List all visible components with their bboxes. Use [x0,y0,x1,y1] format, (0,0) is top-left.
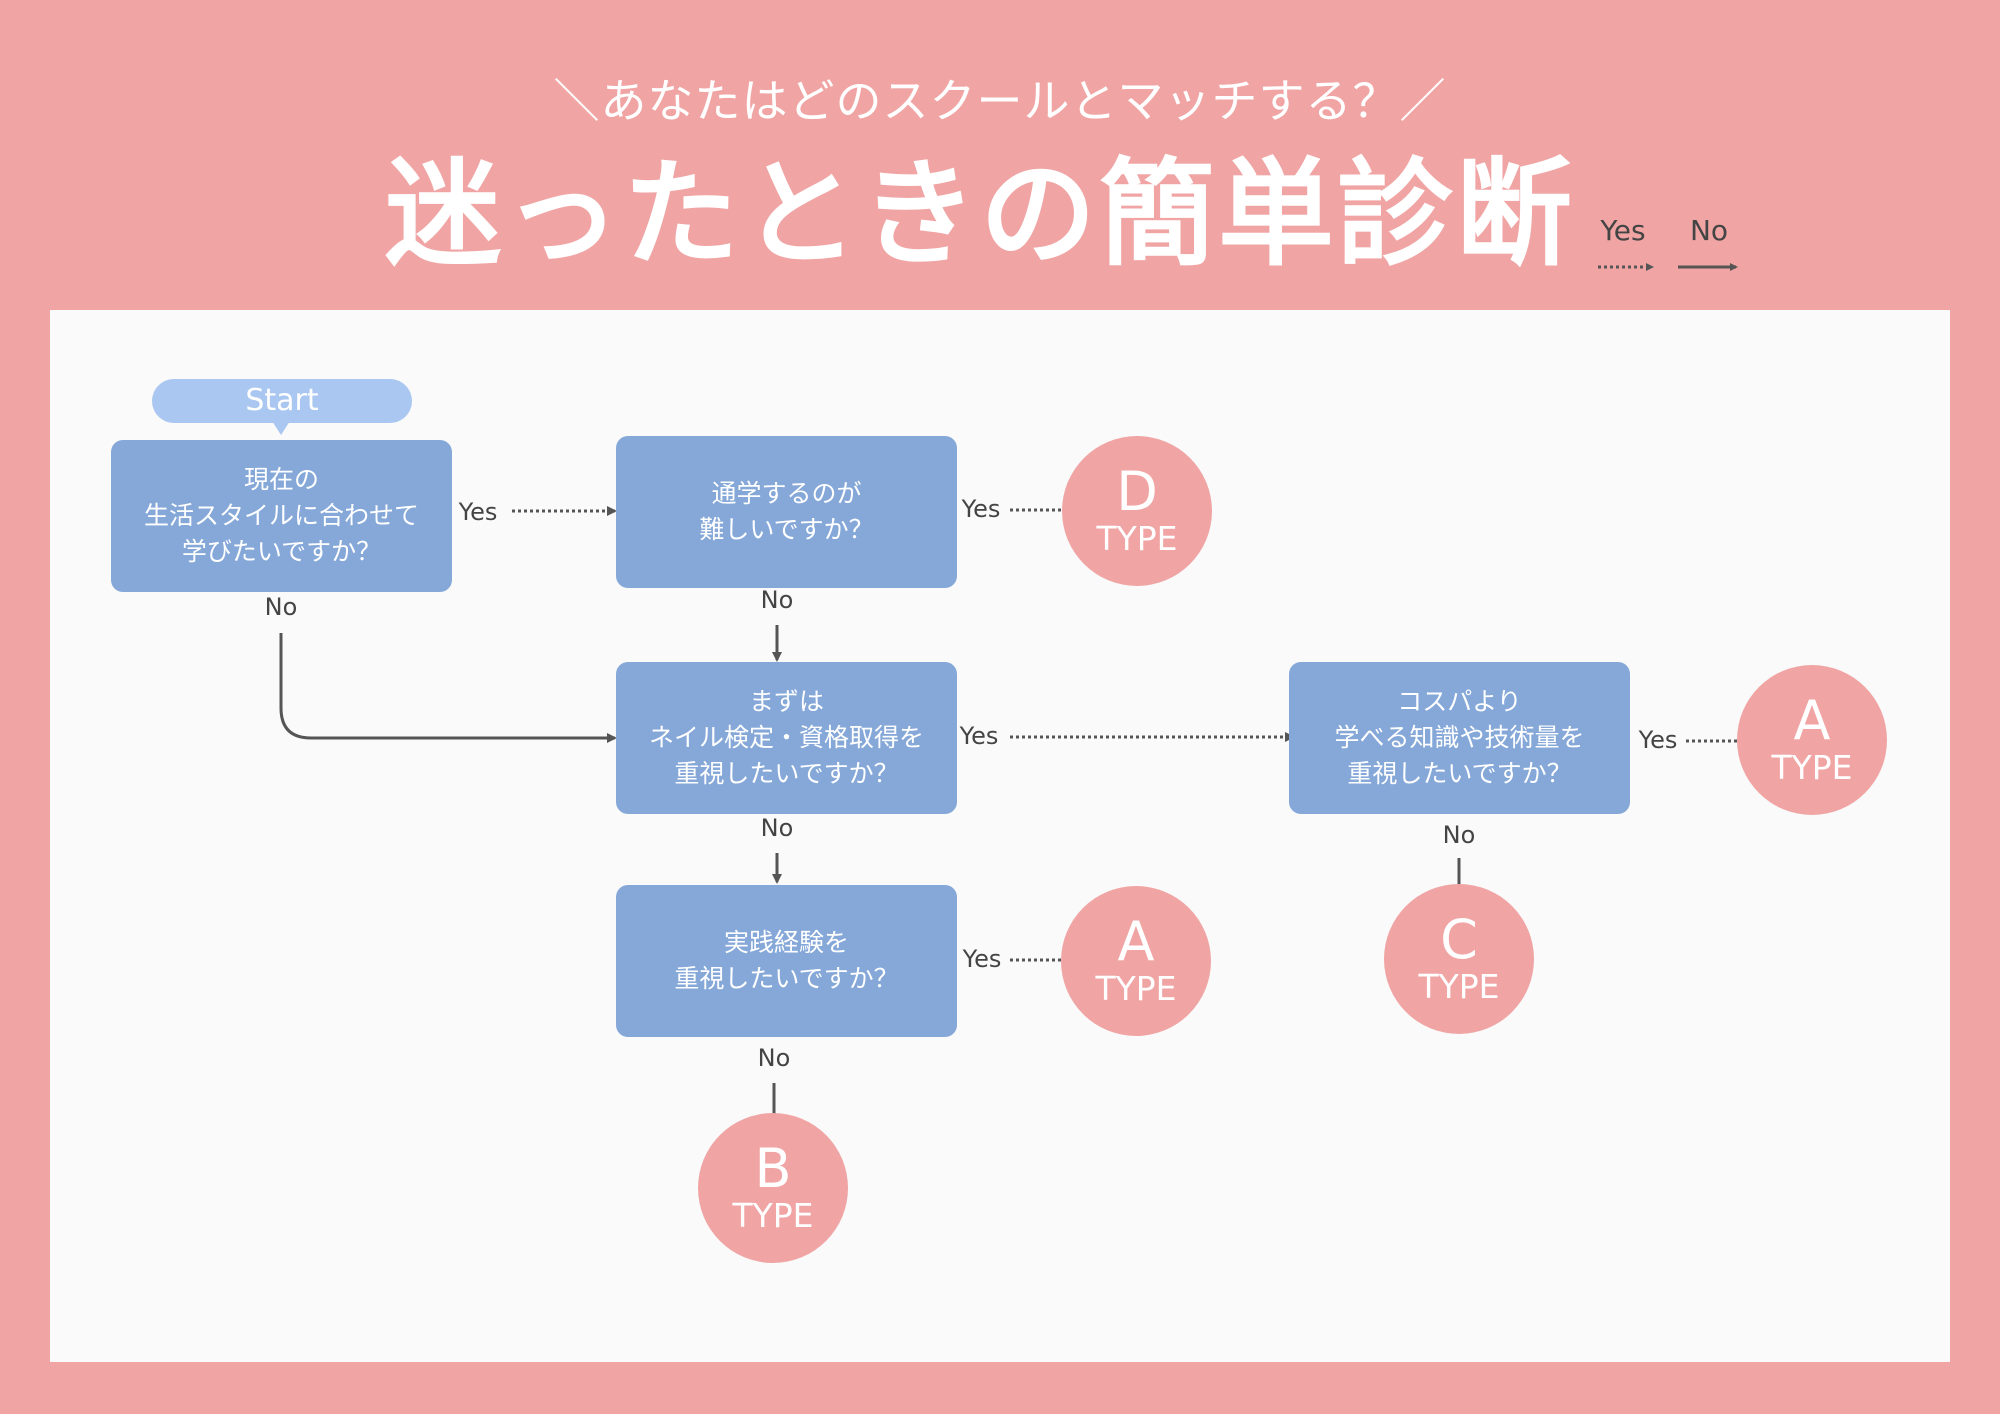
result-letter: D [1116,460,1158,523]
label-q4-yes: Yes [1638,726,1678,754]
legend-no-label: No [1689,214,1729,247]
result-type-word: TYPE [1095,969,1177,1008]
label-q3-no: No [760,814,794,842]
label-q5-no: No [757,1044,791,1072]
result-letter: A [1117,910,1155,973]
question-text: コスパより 学べる知識や技術量を 重視したいですか？ [1334,687,1585,788]
result-letter: B [754,1137,792,1200]
subtitle: ＼あなたはどのスクールとマッチする？／ [553,74,1447,128]
question-box-practice: 実践経験を 重視したいですか？ [616,885,957,1037]
flowchart-panel: Start 現在の 生活スタイルに合わせて 学びたいですか？ 通学するのが 難し… [50,310,1950,1362]
question-text: まずは ネイル検定・資格取得を 重視したいですか？ [648,687,924,788]
label-q4-no: No [1442,821,1476,849]
question-box-commute: 通学するのが 難しいですか？ [616,436,957,588]
question-text: 現在の 生活スタイルに合わせて 学びたいですか？ [143,465,419,566]
question-box-knowledge: コスパより 学べる知識や技術量を 重視したいですか？ [1289,662,1630,814]
question-box-lifestyle: 現在の 生活スタイルに合わせて 学びたいですか？ [111,440,452,592]
legend-arrows [1598,263,1738,271]
result-type-a-top: A TYPE [1737,665,1887,815]
question-text: 通学するのが 難しいですか？ [699,479,874,544]
question-box-certification: まずは ネイル検定・資格取得を 重視したいですか？ [616,662,957,814]
label-q5-yes: Yes [962,945,1002,973]
start-label: Start [152,379,412,423]
result-type-a-middle: A TYPE [1061,886,1211,1036]
start-pointer [272,421,290,435]
question-text: 実践経験を 重視したいですか？ [674,928,899,993]
page-title: 迷ったときの簡単診断 [385,147,1575,282]
result-letter: A [1793,689,1831,752]
result-type-word: TYPE [1096,519,1178,558]
label-q3-yes: Yes [959,722,999,750]
legend-yes-label: Yes [1600,214,1646,247]
result-type-d: D TYPE [1062,436,1212,586]
result-type-word: TYPE [732,1196,814,1235]
result-letter: C [1440,908,1478,971]
result-type-b: B TYPE [698,1113,848,1263]
label-q2-yes: Yes [961,495,1001,523]
label-q2-no: No [760,586,794,614]
label-q1-no: No [264,593,298,621]
label-q1-yes: Yes [458,498,498,526]
arrow-q1-no [279,633,617,743]
result-type-word: TYPE [1771,748,1853,787]
result-type-c: C TYPE [1384,884,1534,1034]
result-type-word: TYPE [1418,967,1500,1006]
